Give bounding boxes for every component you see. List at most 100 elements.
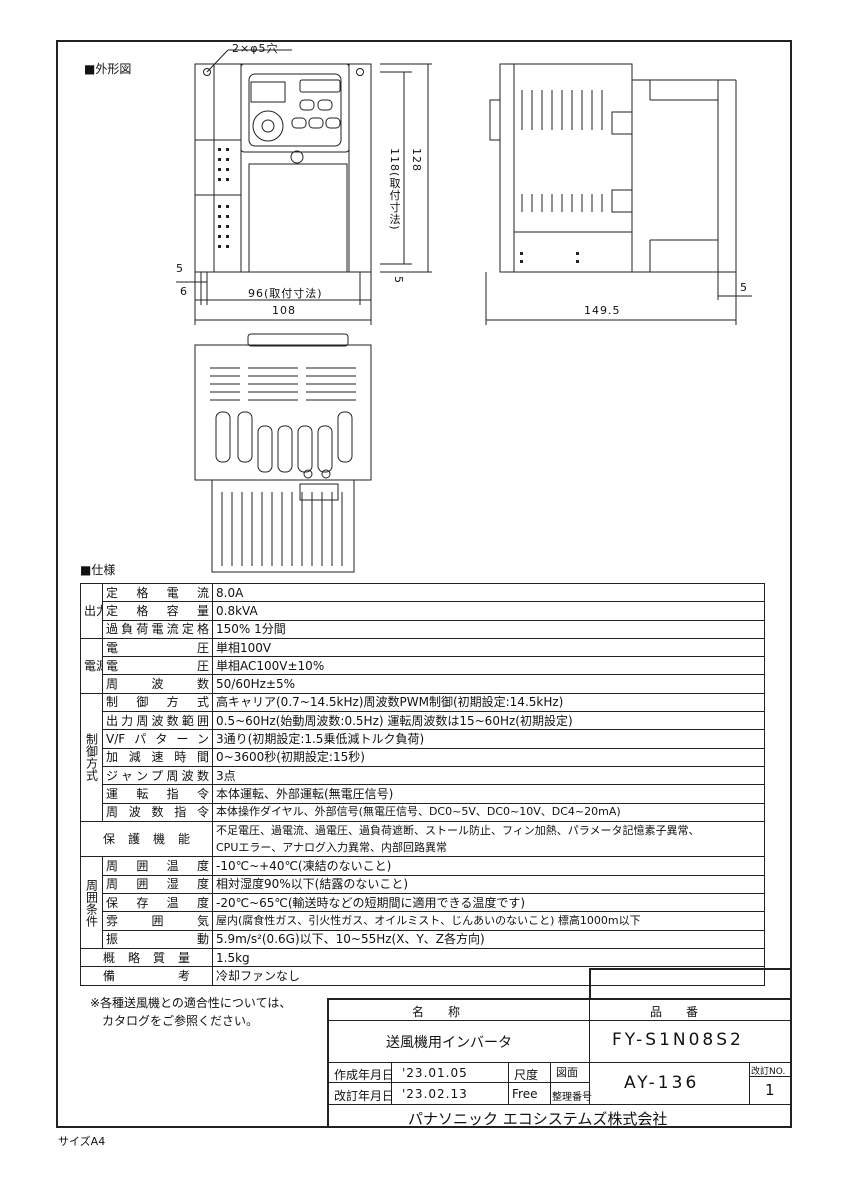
row-value: 相対湿度90%以下(結露のないこと) <box>212 874 765 895</box>
revised-date: '23.02.13 <box>402 1087 468 1101</box>
height-dim: 128 <box>410 148 423 172</box>
row-value: 3点 <box>212 765 765 786</box>
row-label: 定格容量 <box>102 601 213 621</box>
drawing-label: 図面 <box>556 1066 578 1079</box>
spec-table: 出力 定格電流 8.0A 定格容量 0.8kVA 過負荷電流定格 150% 1分… <box>80 582 765 986</box>
scale-value: Free <box>512 1087 538 1101</box>
spec-section-title: ■仕様 <box>80 563 116 577</box>
row-label: 加減速時間 <box>102 747 213 767</box>
revision-number: 1 <box>765 1081 775 1099</box>
number-header: 品 番 <box>650 1005 699 1019</box>
row-value: 3通り(初期設定:1.5乗低減トルク負荷) <box>212 729 765 749</box>
table-row: 備考 冷却ファンなし <box>80 966 765 986</box>
row-value: 高キャリア(0.7~14.5kHz)周波数PWM制御(初期設定:14.5kHz) <box>212 692 765 713</box>
offset-6-dim: 6 <box>180 285 188 298</box>
table-row: 出力 定格電流 8.0A <box>80 582 765 639</box>
table-row: 保存温度 -20℃~65℃(輸送時などの短期間に適用できる温度です) <box>81 893 765 913</box>
mount-width-dim: 96(取付寸法) <box>248 287 323 300</box>
row-label: ジャンプ周波数 <box>102 765 213 786</box>
side-view <box>485 63 752 325</box>
row-label: 定格電流 <box>102 582 213 603</box>
row-label: 雰囲気 <box>102 911 213 931</box>
compatibility-note: ※各種送風機との適合性については、 カタログをご参照ください。 <box>90 994 291 1030</box>
table-row: 加減速時間 0~3600秒(初期設定:15秒) <box>81 747 765 767</box>
table-row: 雰囲気 屋内(腐食性ガス、引火性ガス、オイルミスト、じんあいのないこと) 標高1… <box>81 911 765 931</box>
row-value: 単相AC100V±10% <box>212 656 765 676</box>
note-line: カタログをご参照ください。 <box>102 1014 259 1028</box>
bottom-view <box>194 333 372 573</box>
row-value: 本体運転、外部運転(無電圧信号) <box>212 784 765 804</box>
row-value: -20℃~65℃(輸送時などの短期間に適用できる温度です) <box>212 893 765 913</box>
row-label: 保存温度 <box>102 893 213 913</box>
table-row: 周波数 50/60Hz±5% <box>81 674 765 694</box>
row-label: 制御方式 <box>102 692 213 713</box>
row-label: 電圧 <box>102 637 213 658</box>
row-value: CPUエラー、アナログ入力異常、内部回路異常 <box>212 839 765 858</box>
row-value: 50/60Hz±5% <box>212 674 765 694</box>
offset-5c-dim: 5 <box>740 281 748 294</box>
row-value: 0.5~60Hz(始動周波数:0.5Hz) 運転周波数は15~60Hz(初期設定… <box>212 711 765 731</box>
revision-label: 改訂NO. <box>751 1067 786 1077</box>
row-value: 0~3600秒(初期設定:15秒) <box>212 747 765 767</box>
title-block <box>327 998 792 1128</box>
outline-drawing <box>176 49 752 573</box>
created-date: '23.01.05 <box>402 1066 468 1080</box>
product-number: FY-S1N08S2 <box>612 1030 744 1050</box>
product-name: 送風機用インバータ <box>386 1035 512 1051</box>
row-value: 150% 1分間 <box>212 619 765 639</box>
row-value: 8.0A <box>212 582 765 603</box>
table-row: 周囲条件 周囲温度 -10℃~+40℃(凍結のないこと) <box>80 856 765 949</box>
table-row: V/Fパターン 3通り(初期設定:1.5乗低減トルク負荷) <box>81 729 765 749</box>
revised-label: 改訂年月日 <box>334 1089 395 1103</box>
row-value: 1.5kg <box>212 947 765 968</box>
paper-size: サイズA4 <box>58 1135 106 1148</box>
row-label: 周囲温度 <box>102 856 213 876</box>
title-block-top <box>589 968 792 1000</box>
control-label: 整理番号 <box>552 1092 592 1103</box>
group-env: 周囲条件 <box>80 856 103 949</box>
table-row: 電源 電圧 単相100V <box>80 637 765 694</box>
table-row: ジャンプ周波数 3点 <box>81 765 765 786</box>
group-power: 電源 <box>80 637 103 694</box>
offset-5b-dim: 5 <box>392 276 405 284</box>
row-value: 単相100V <box>212 637 765 658</box>
width-dim: 108 <box>272 304 296 317</box>
company-name: パナソニック エコシステムズ株式会社 <box>408 1110 668 1128</box>
table-row: 過負荷電流定格 150% 1分間 <box>81 619 765 639</box>
outline-section-title: ■外形図 <box>84 62 132 76</box>
depth-dim: 149.5 <box>584 304 621 317</box>
table-row: 保護機能 不足電圧、過電流、過電圧、過負荷遮断、ストール防止、フィン加熱、パラメ… <box>80 820 765 858</box>
row-label: 周波数指令 <box>102 802 213 822</box>
row-label: V/Fパターン <box>102 729 213 749</box>
row-value: 屋内(腐食性ガス、引火性ガス、オイルミスト、じんあいのないこと) 標高1000m… <box>212 911 765 931</box>
row-label: 出力周波数範囲 <box>102 711 213 731</box>
row-value: 0.8kVA <box>212 601 765 621</box>
group-control: 制御方式 <box>80 692 103 822</box>
row-label: 運転指令 <box>102 784 213 804</box>
row-value: -10℃~+40℃(凍結のないこと) <box>212 856 765 876</box>
created-label: 作成年月日 <box>334 1068 395 1082</box>
table-row: 制御方式 制御方式 高キャリア(0.7~14.5kHz)周波数PWM制御(初期設… <box>80 692 765 822</box>
scale-label: 尺度 <box>514 1068 539 1082</box>
row-label: 概略質量 <box>80 947 213 968</box>
row-value: 本体操作ダイヤル、外部信号(無電圧信号、DC0~5V、DC0~10V、DC4~2… <box>212 802 765 822</box>
table-row: 定格容量 0.8kVA <box>81 601 765 621</box>
table-row: 周波数指令 本体操作ダイヤル、外部信号(無電圧信号、DC0~5V、DC0~10V… <box>81 802 765 822</box>
mount-height-dim: 118(取付寸法) <box>388 148 401 231</box>
row-label: 周囲湿度 <box>102 874 213 895</box>
drawing-number: AY-136 <box>624 1073 700 1093</box>
note-line: ※各種送風機との適合性については、 <box>90 996 292 1010</box>
row-value: 冷却ファンなし <box>212 966 765 986</box>
group-output: 出力 <box>80 583 103 639</box>
row-label: 電圧 <box>102 656 213 676</box>
row-label: 備考 <box>80 966 213 986</box>
table-row: 出力周波数範囲 0.5~60Hz(始動周波数:0.5Hz) 運転周波数は15~6… <box>81 711 765 731</box>
row-value: 5.9m/s²(0.6G)以下、10~55Hz(X、Y、Z各方向) <box>212 929 765 949</box>
name-header: 名 称 <box>412 1005 461 1019</box>
row-label: 振動 <box>102 929 213 949</box>
table-row: 概略質量 1.5kg <box>80 947 765 968</box>
row-value: 不足電圧、過電流、過電圧、過負荷遮断、ストール防止、フィン加熱、パラメータ記憶素… <box>212 820 765 840</box>
holes-dim: 2×φ5穴 <box>232 42 279 55</box>
row-label: 保護機能 <box>80 820 213 858</box>
table-row: 電圧 単相AC100V±10% <box>81 656 765 676</box>
